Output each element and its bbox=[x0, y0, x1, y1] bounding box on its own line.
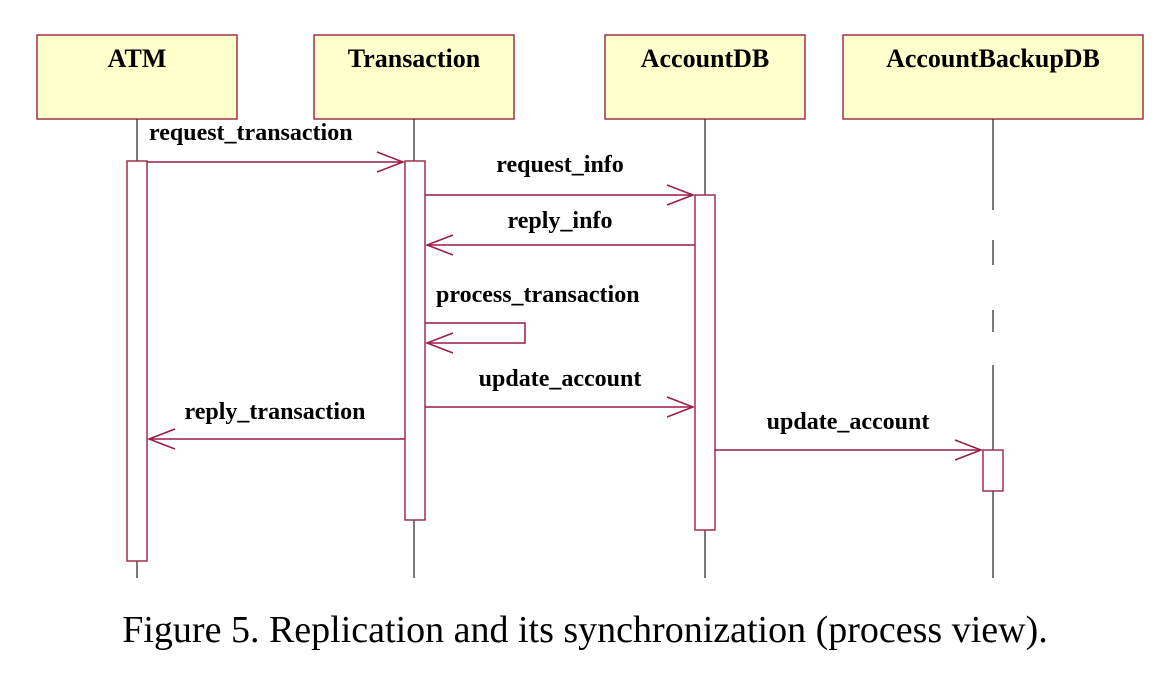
message-label-reply-transaction: reply_transaction bbox=[185, 399, 366, 425]
message-reply-info bbox=[424, 234, 695, 256]
message-request-transaction bbox=[147, 151, 406, 173]
activation-transaction bbox=[404, 160, 426, 521]
message-label-request-info: request_info bbox=[496, 152, 624, 178]
message-update-account-1 bbox=[425, 396, 696, 418]
participant-label-accountbackupdb: AccountBackupDB bbox=[886, 44, 1100, 73]
participant-accountdb: AccountDB bbox=[604, 34, 806, 120]
message-label-process-transaction: process_transaction bbox=[436, 282, 640, 308]
participant-accountbackupdb: AccountBackupDB bbox=[842, 34, 1144, 120]
sequence-diagram: ATM Transaction AccountDB AccountBackupD… bbox=[36, 34, 1144, 578]
participant-label-accountdb: AccountDB bbox=[641, 44, 770, 73]
message-reply-transaction bbox=[146, 428, 405, 450]
participant-transaction: Transaction bbox=[313, 34, 515, 120]
message-request-info bbox=[425, 184, 696, 206]
activation-accountbackupdb bbox=[982, 449, 1004, 492]
activation-atm bbox=[126, 160, 148, 562]
participant-atm: ATM bbox=[36, 34, 238, 120]
figure-caption: Figure 5. Replication and its synchroniz… bbox=[122, 609, 1048, 651]
message-label-request-transaction: request_transaction bbox=[149, 120, 353, 146]
message-label-update-account-2: update_account bbox=[767, 409, 930, 435]
participant-label-atm: ATM bbox=[108, 44, 167, 73]
message-label-update-account-1: update_account bbox=[479, 366, 642, 392]
message-label-reply-info: reply_info bbox=[508, 208, 613, 234]
message-process-transaction bbox=[424, 322, 526, 354]
participant-label-transaction: Transaction bbox=[348, 44, 481, 73]
activation-accountdb bbox=[694, 194, 716, 531]
message-update-account-2 bbox=[715, 439, 984, 461]
